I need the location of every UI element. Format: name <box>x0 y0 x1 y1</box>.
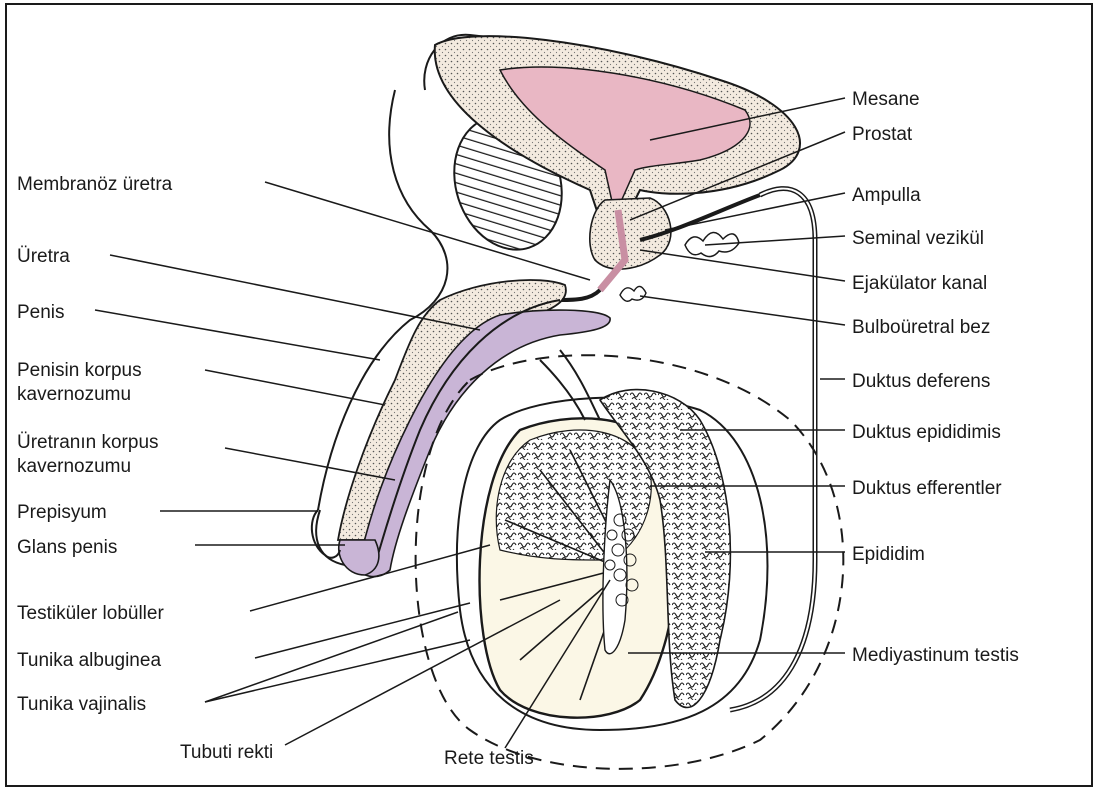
label-ejakulator-kanal: Ejakülator kanal <box>852 273 987 294</box>
label-penisin-korpus-line2: kavernozumu <box>17 384 131 405</box>
label-mediyastinum-testis: Mediyastinum testis <box>852 645 1019 666</box>
labels-right: Mesane Prostat Ampulla Seminal vezikül E… <box>852 89 1019 666</box>
labels-bottom: Tubuti rekti Rete testis <box>180 742 534 769</box>
labels-left: Membranöz üretra Üretra Penis Penisin ko… <box>17 174 173 715</box>
label-membranoz-uretra: Membranöz üretra <box>17 174 173 195</box>
label-uretranin-korpus-line2: kavernozumu <box>17 456 131 477</box>
label-tunika-albuginea: Tunika albuginea <box>17 650 161 671</box>
label-duktus-epididimis: Duktus epididimis <box>852 422 1001 443</box>
label-glans-penis: Glans penis <box>17 537 117 558</box>
label-seminal-vezikul: Seminal vezikül <box>852 228 984 249</box>
label-rete-testis: Rete testis <box>444 748 534 769</box>
label-duktus-deferens: Duktus deferens <box>852 371 990 392</box>
label-uretra: Üretra <box>17 246 70 267</box>
label-testikuler-lobuller: Testiküler lobüller <box>17 603 164 624</box>
label-tunika-vajinalis: Tunika vajinalis <box>17 694 146 715</box>
label-bulbouretral-bez: Bulboüretral bez <box>852 317 990 338</box>
label-tubuti-rekti: Tubuti rekti <box>180 742 273 763</box>
label-prepisyum: Prepisyum <box>17 502 107 523</box>
label-prostat: Prostat <box>852 124 913 145</box>
label-penis: Penis <box>17 302 65 323</box>
label-mesane: Mesane <box>852 89 920 110</box>
label-epididim: Epididim <box>852 544 925 565</box>
bulbourethral-gland <box>620 286 646 301</box>
label-duktus-efferentler: Duktus efferentler <box>852 478 1002 499</box>
label-ampulla: Ampulla <box>852 185 921 206</box>
label-uretranin-korpus-line1: Üretranın korpus <box>17 432 159 453</box>
label-penisin-korpus-line1: Penisin korpus <box>17 360 142 381</box>
